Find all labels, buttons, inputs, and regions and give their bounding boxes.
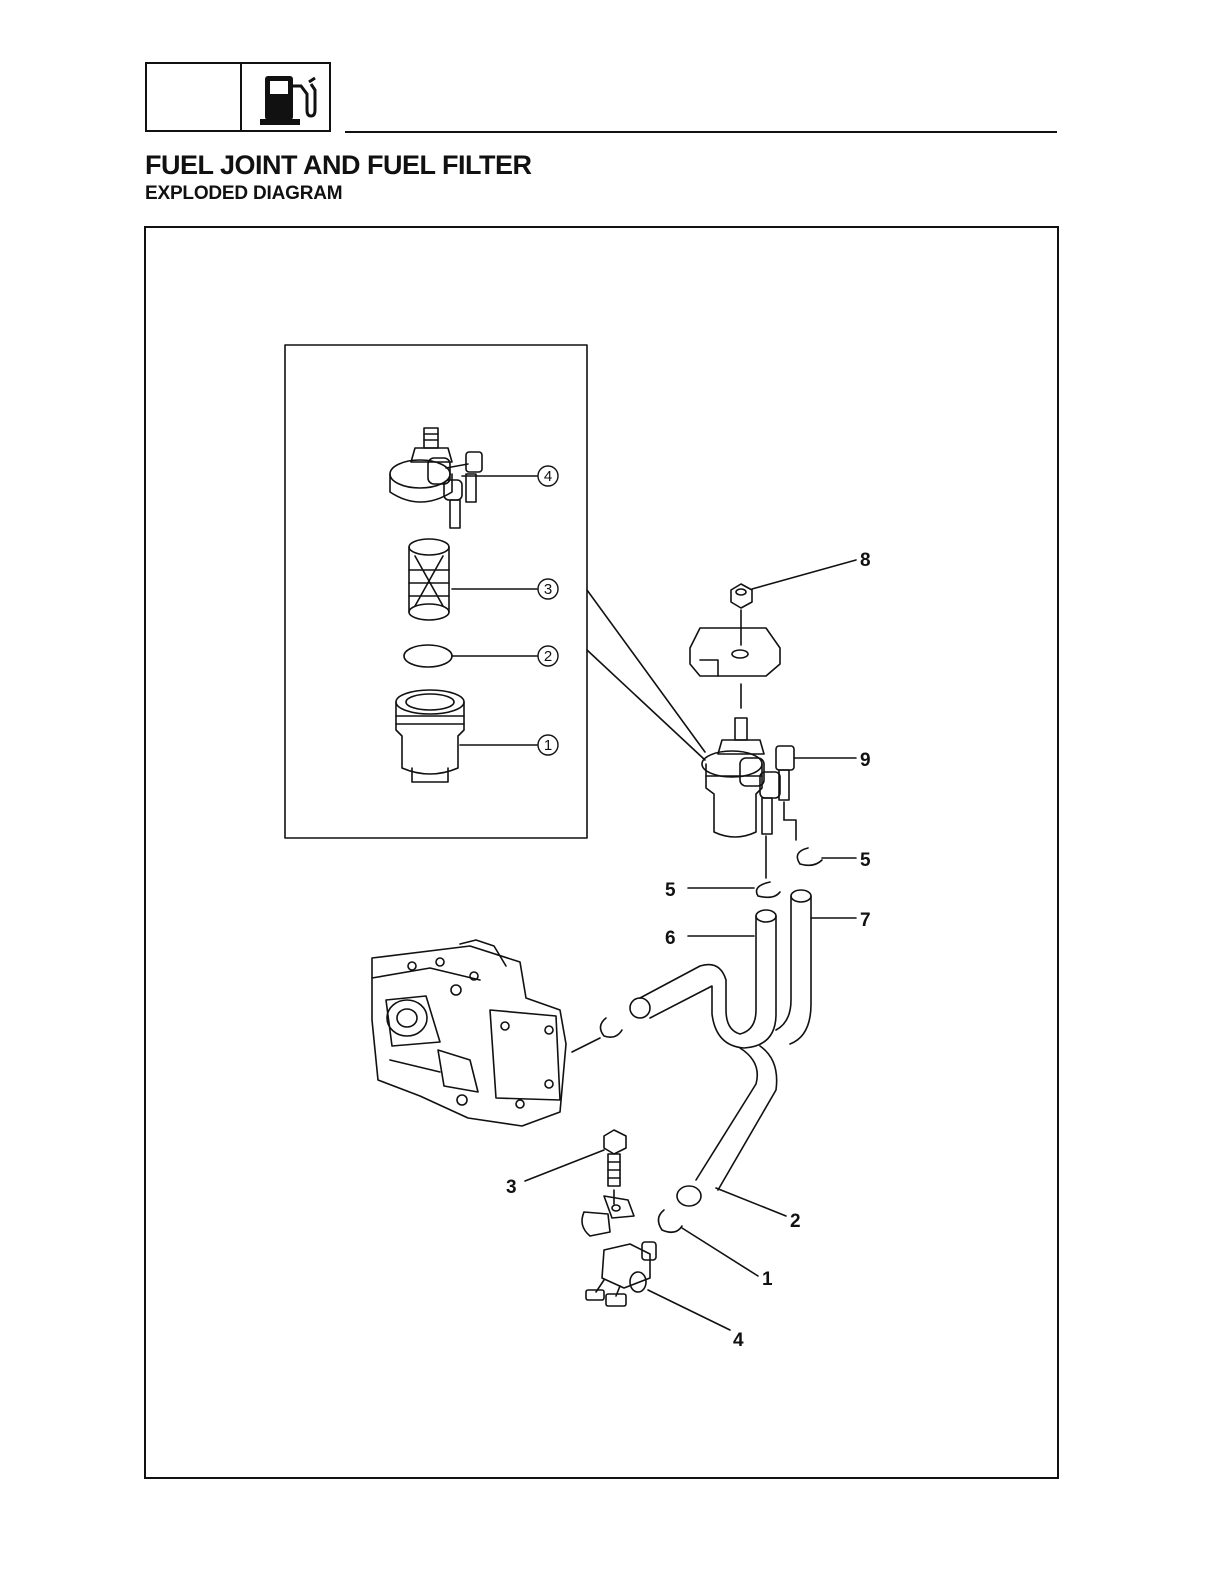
- callout-9: 9: [860, 750, 871, 771]
- callout-2: 2: [790, 1211, 801, 1232]
- nut-part: [731, 560, 856, 608]
- carb-inlet-clip: [572, 1018, 622, 1052]
- callout-6: 6: [665, 928, 676, 949]
- filter-assembly: [702, 718, 856, 878]
- fuel-hose-6: [630, 910, 776, 1048]
- fuel-hose-2: [677, 1046, 786, 1216]
- inset-callout-1: 1: [538, 735, 558, 755]
- callout-3: 3: [506, 1177, 517, 1198]
- inset-filter-element: [409, 539, 449, 620]
- hose-clip-lower: [658, 1210, 758, 1276]
- inset-callout-3: 3: [538, 579, 558, 599]
- callout-4: 4: [733, 1330, 744, 1351]
- hose-clip-upper: [797, 848, 856, 865]
- callout-7: 7: [860, 910, 871, 931]
- joint-bracket: [582, 1196, 634, 1236]
- fuel-joint: [586, 1242, 730, 1330]
- inset-box: [285, 345, 705, 838]
- inset-callout-4: 4: [538, 466, 558, 486]
- callout-5-middle: 5: [665, 880, 676, 901]
- callout-8: 8: [860, 550, 871, 571]
- inset-o-ring: [404, 645, 452, 667]
- callout-5-upper: 5: [860, 850, 871, 871]
- svg-text:1: 1: [544, 737, 552, 754]
- fuel-hose-7: [776, 890, 856, 1044]
- svg-text:3: 3: [544, 581, 552, 598]
- svg-text:4: 4: [544, 468, 552, 485]
- filter-bracket: [690, 610, 780, 708]
- inset-filter-cup: [396, 690, 464, 782]
- inset-callout-2: 2: [538, 646, 558, 666]
- inset-filter-head: [390, 428, 482, 528]
- carburetor: [372, 940, 566, 1126]
- bolt-part: [525, 1130, 626, 1204]
- callout-1: 1: [762, 1269, 773, 1290]
- hose-clip-middle: [688, 882, 780, 897]
- svg-text:2: 2: [544, 648, 552, 665]
